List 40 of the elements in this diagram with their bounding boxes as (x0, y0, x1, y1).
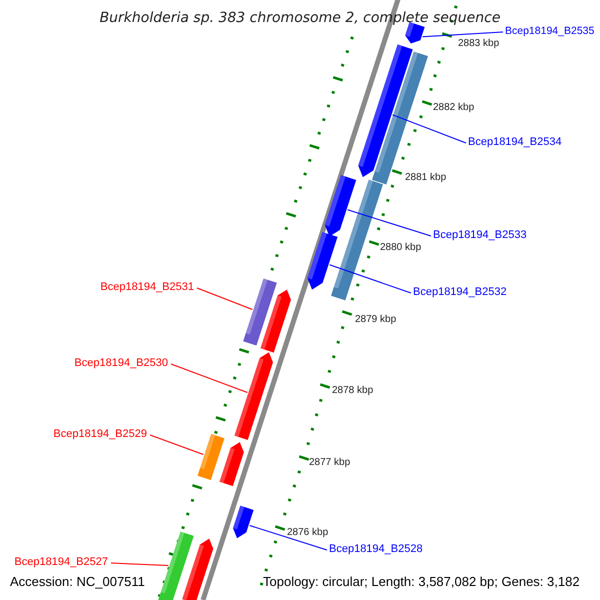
gene-label: Bcep18194_B2530 (74, 358, 168, 369)
gene-label: Bcep18194_B2531 (100, 282, 194, 293)
topology-text: Topology: circular; Length: 3,587,082 bp; Genes: 3,182 (263, 575, 580, 588)
gene-feature (243, 278, 277, 346)
gene-feature (233, 506, 254, 538)
gene-feature (182, 538, 214, 600)
position-label: 2883 kbp (458, 39, 500, 49)
gene-feature (324, 175, 356, 236)
position-label: 2881 kbp (405, 173, 446, 183)
gene-label: Bcep18194_B2527 (14, 557, 108, 568)
leader-line (249, 524, 328, 550)
gene-label: Bcep18194_B2529 (53, 429, 147, 440)
gene-feature (307, 232, 338, 290)
position-label: 2876 kbp (287, 528, 328, 538)
leader-line (392, 114, 466, 144)
title: Burkholderia sp. 383 chromosome 2, complete sequence (100, 10, 500, 26)
gene-label: Bcep18194_B2533 (433, 230, 527, 241)
gene-feature (372, 51, 428, 185)
gene-feature (220, 442, 244, 486)
gene-label: Bcep18194_B2534 (468, 137, 562, 148)
leader-line (196, 288, 253, 310)
leader-line (110, 562, 169, 566)
position-label: 2879 kbp (355, 315, 396, 325)
gene-feature (260, 290, 291, 353)
gene-label: Bcep18194_B2535 (505, 26, 594, 36)
accession-text: Accession: NC_007511 (10, 575, 145, 588)
leader-line (347, 209, 432, 236)
gene-feature (198, 434, 224, 480)
gene-feature (234, 352, 273, 440)
gene-feature (158, 532, 194, 600)
gene-label: Bcep18194_B2528 (329, 544, 423, 555)
position-label: 2877 kbp (309, 458, 350, 468)
leader-line (170, 364, 248, 394)
position-label: 2880 kbp (380, 243, 422, 253)
leader-line (422, 32, 504, 38)
leader-line (329, 264, 412, 294)
gene-label: Bcep18194_B2532 (413, 287, 507, 298)
position-label: 2882 kbp (433, 103, 474, 113)
leader-line (150, 434, 204, 456)
position-label: 2878 kbp (332, 386, 374, 396)
